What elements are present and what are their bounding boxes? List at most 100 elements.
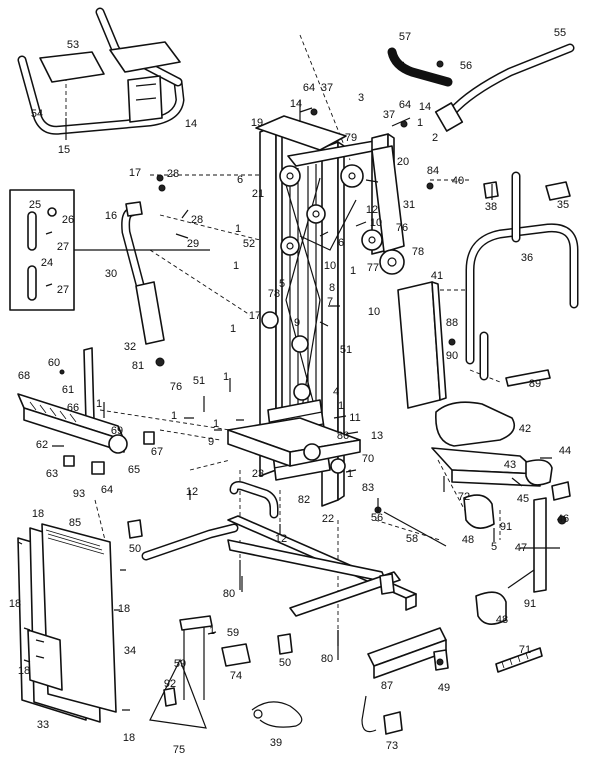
label-91: 91: [524, 598, 536, 610]
label-91: 91: [500, 521, 512, 533]
label-27: 27: [57, 284, 69, 296]
part-68-foot-bar: [17, 347, 155, 475]
label-48: 48: [496, 614, 508, 626]
label-25: 25: [29, 199, 41, 211]
label-89: 89: [529, 378, 541, 390]
label-7: 7: [327, 296, 333, 308]
label-10: 10: [370, 217, 382, 229]
label-18: 18: [118, 603, 130, 615]
label-6: 6: [237, 174, 243, 186]
part-39-cable: [251, 701, 303, 728]
label-1: 1: [230, 323, 236, 335]
base-frame: [127, 481, 449, 679]
label-1: 1: [417, 117, 423, 129]
label-64: 64: [101, 484, 113, 496]
label-12: 12: [186, 486, 198, 498]
label-66: 66: [67, 402, 79, 414]
label-74: 74: [230, 670, 242, 682]
callout-labels: 53 54 15 14 14 14 64 37 3 57 56 55 64 37…: [9, 27, 571, 756]
label-1: 1: [96, 398, 102, 410]
label-36: 36: [521, 252, 533, 264]
label-78: 78: [268, 288, 280, 300]
label-90: 90: [446, 350, 458, 362]
label-5: 5: [279, 278, 285, 290]
label-16: 16: [105, 210, 117, 222]
part-54-seat-frame: [17, 7, 185, 135]
inset-box-pins: [9, 189, 210, 311]
label-76: 76: [396, 222, 408, 234]
label-77: 77: [367, 262, 379, 274]
label-6: 6: [338, 237, 344, 249]
label-8: 8: [329, 282, 335, 294]
label-28: 28: [167, 168, 179, 180]
label-10: 10: [368, 306, 380, 318]
label-80: 80: [223, 588, 235, 600]
label-80: 80: [321, 653, 333, 665]
label-1: 1: [233, 260, 239, 272]
label-5: 5: [491, 541, 497, 553]
label-52: 52: [243, 238, 255, 250]
label-18: 18: [32, 508, 44, 520]
label-1: 1: [350, 265, 356, 277]
label-29: 29: [187, 238, 199, 250]
label-51: 51: [193, 375, 205, 387]
part-42-seat-pad: [435, 401, 516, 447]
label-14: 14: [185, 118, 197, 130]
label-54: 54: [31, 108, 43, 120]
label-32: 32: [124, 341, 136, 353]
hardware-marks: [17, 60, 567, 711]
part-58-pin: [383, 511, 447, 547]
label-17: 17: [249, 310, 261, 322]
label-81: 81: [132, 360, 144, 372]
label-45: 45: [517, 493, 529, 505]
label-51: 51: [340, 344, 352, 356]
label-12: 12: [275, 533, 287, 545]
label-62: 62: [36, 439, 48, 451]
label-1: 1: [338, 400, 344, 412]
label-85: 85: [69, 517, 81, 529]
label-38: 38: [485, 201, 497, 213]
label-21: 21: [252, 188, 264, 200]
label-1: 1: [223, 371, 229, 383]
label-33: 33: [37, 719, 49, 731]
label-72: 72: [458, 491, 470, 503]
label-92: 92: [164, 678, 176, 690]
label-50: 50: [129, 543, 141, 555]
label-37: 37: [321, 82, 333, 94]
label-13: 13: [371, 430, 383, 442]
label-71: 71: [519, 644, 531, 656]
label-1: 1: [213, 418, 219, 430]
label-58: 58: [406, 533, 418, 545]
label-18: 18: [123, 732, 135, 744]
label-64: 64: [399, 99, 411, 111]
label-2: 2: [432, 132, 438, 144]
label-78: 78: [412, 246, 424, 258]
part-36-frame: [465, 171, 579, 381]
label-88: 88: [446, 317, 458, 329]
label-43: 43: [504, 459, 516, 471]
label-83: 83: [362, 482, 374, 494]
label-9: 9: [208, 436, 214, 448]
label-11: 11: [349, 412, 360, 424]
label-75: 75: [173, 744, 185, 756]
part-57-chain: [387, 47, 453, 87]
label-9: 9: [294, 317, 300, 329]
part-55-curved-bar: [434, 43, 575, 132]
label-63: 63: [46, 468, 58, 480]
label-50: 50: [279, 657, 291, 669]
label-34: 34: [124, 645, 136, 657]
part-71-strip: [495, 647, 543, 673]
label-19: 19: [251, 117, 263, 129]
label-76: 76: [170, 381, 182, 393]
label-56: 56: [460, 60, 472, 72]
label-14: 14: [290, 98, 302, 110]
label-14: 14: [419, 101, 431, 113]
label-1: 1: [235, 223, 241, 235]
label-84: 84: [427, 165, 439, 177]
label-39: 39: [270, 737, 282, 749]
label-30: 30: [105, 268, 117, 280]
label-67: 67: [151, 446, 163, 458]
label-64: 64: [303, 82, 315, 94]
label-69: 69: [111, 425, 123, 437]
